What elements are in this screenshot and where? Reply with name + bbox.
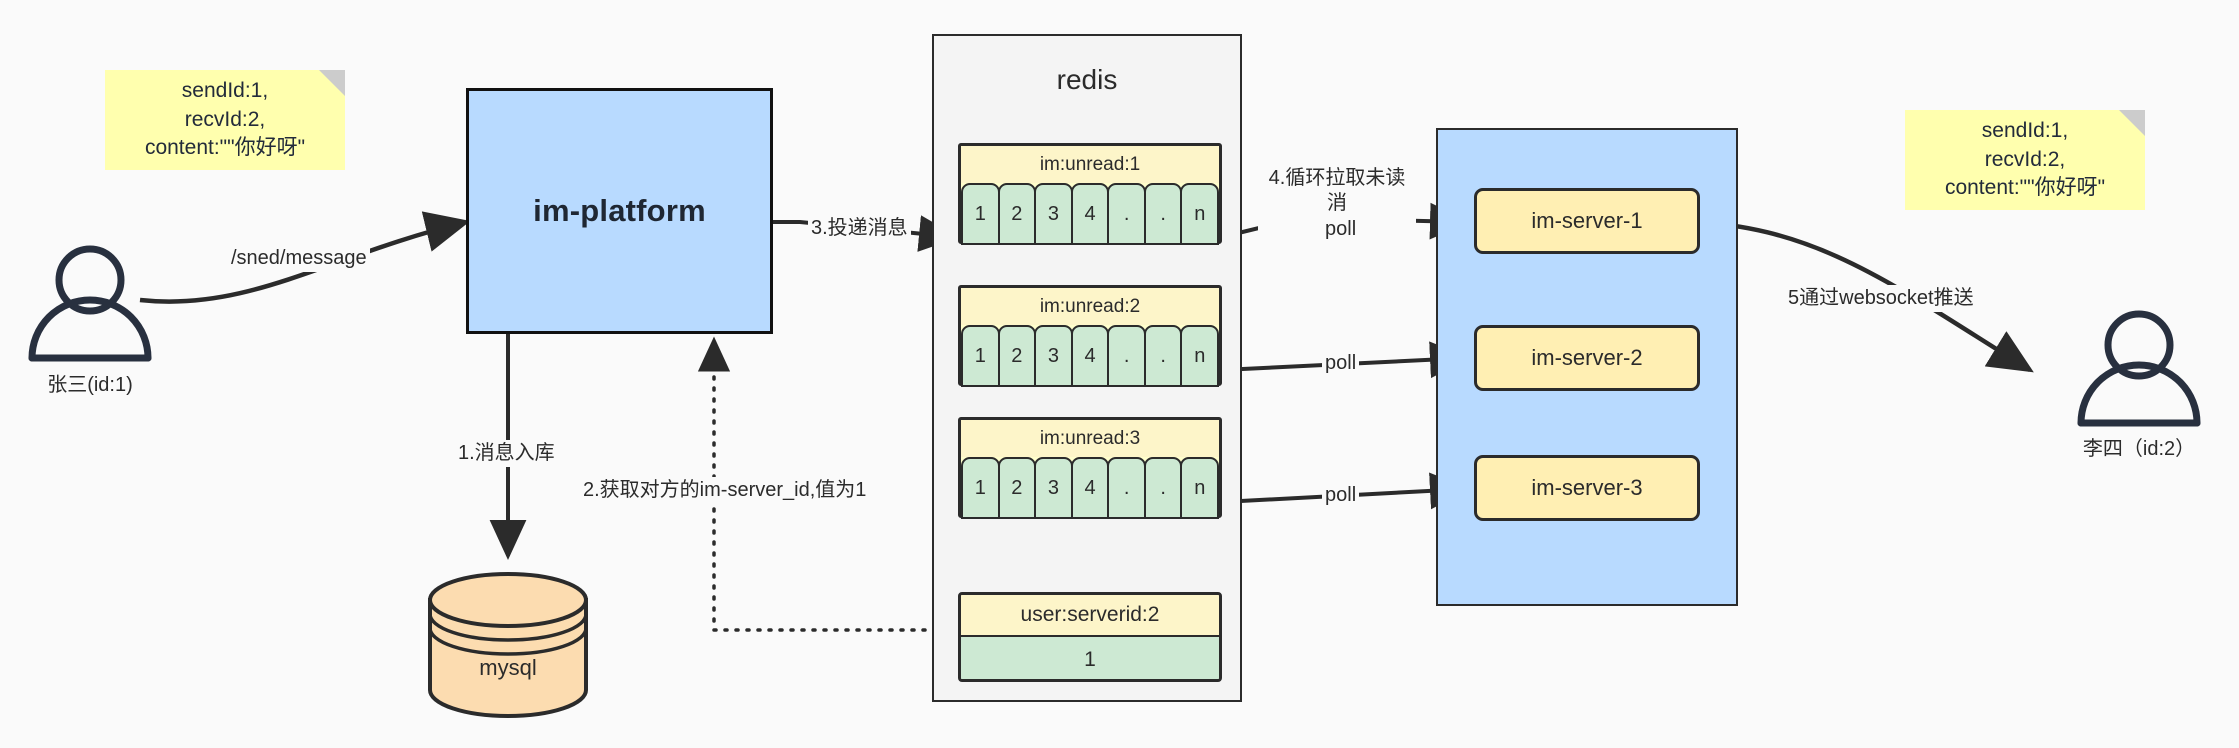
note-sender-payload-text: sendId:1, recvId:2, content:""你好呀" bbox=[144, 78, 306, 160]
list-cell: 1 bbox=[961, 325, 1000, 387]
node-im-server-3-label: im-server-3 bbox=[1531, 475, 1643, 500]
node-redis-title: redis bbox=[1056, 64, 1118, 95]
edge-label-poll-1: poll bbox=[1322, 216, 1360, 243]
redis-key-im-unread-2-cells: 1 2 3 4 . . n bbox=[961, 325, 1220, 387]
edge-label-poll-2: poll bbox=[1322, 350, 1360, 377]
redis-key-user-serverid[interactable]: user:serverid:2 1 bbox=[958, 592, 1222, 682]
receiver-actor-shape bbox=[2077, 310, 2201, 427]
node-im-server-3[interactable]: im-server-3 bbox=[1474, 455, 1700, 521]
list-cell: n bbox=[1180, 183, 1220, 245]
receiver-actor-label: 李四（id:2） bbox=[2082, 438, 2196, 460]
list-cell: 1 bbox=[961, 183, 1000, 245]
list-cell: 3 bbox=[1034, 325, 1073, 387]
list-cell: . bbox=[1107, 457, 1146, 519]
node-im-platform-label: im-platform bbox=[533, 193, 706, 228]
redis-key-im-unread-2[interactable]: im:unread:2 1 2 3 4 . . n bbox=[958, 285, 1222, 387]
redis-key-im-unread-3-cells: 1 2 3 4 . . n bbox=[961, 457, 1220, 519]
list-cell: . bbox=[1143, 457, 1183, 519]
edge-label-step1: 1.消息入库 bbox=[455, 440, 558, 467]
sender-actor-shape bbox=[28, 245, 152, 362]
redis-key-im-unread-2-header: im:unread:2 bbox=[961, 288, 1219, 325]
node-mysql-label: mysql bbox=[479, 655, 537, 680]
note-receiver-payload-text: sendId:1, recvId:2, content:""你好呀" bbox=[1944, 118, 2106, 200]
list-cell: 2 bbox=[997, 183, 1037, 245]
edge-label-step5: 5通过websocket推送 bbox=[1785, 285, 1977, 312]
node-im-server-2[interactable]: im-server-2 bbox=[1474, 325, 1700, 391]
list-cell: 4 bbox=[1070, 325, 1110, 387]
node-im-platform[interactable]: im-platform bbox=[466, 88, 773, 334]
list-cell: 2 bbox=[997, 325, 1037, 387]
edge-label-send-message: /sned/message bbox=[228, 245, 370, 272]
sender-actor-label: 张三(id:1) bbox=[47, 374, 133, 396]
list-cell: 4 bbox=[1070, 183, 1110, 245]
redis-key-im-unread-3-header: im:unread:3 bbox=[961, 420, 1219, 457]
redis-key-im-unread-1-cells: 1 2 3 4 . . n bbox=[961, 183, 1220, 245]
redis-key-im-unread-1-header: im:unread:1 bbox=[961, 146, 1219, 183]
note-receiver-payload: sendId:1, recvId:2, content:""你好呀" bbox=[1905, 110, 2145, 210]
list-cell: n bbox=[1180, 457, 1220, 519]
redis-key-user-serverid-header: user:serverid:2 bbox=[961, 595, 1219, 637]
list-cell: . bbox=[1143, 183, 1183, 245]
list-cell: 2 bbox=[997, 457, 1037, 519]
list-cell: 1 bbox=[961, 457, 1000, 519]
list-cell: n bbox=[1180, 325, 1220, 387]
node-im-server-1[interactable]: im-server-1 bbox=[1474, 188, 1700, 254]
edge-label-poll-3: poll bbox=[1322, 482, 1360, 509]
note-fold-icon bbox=[2119, 110, 2145, 136]
node-im-server-1-label: im-server-1 bbox=[1531, 208, 1643, 233]
note-fold-icon bbox=[319, 70, 345, 96]
note-sender-payload: sendId:1, recvId:2, content:""你好呀" bbox=[105, 70, 345, 170]
list-cell: 3 bbox=[1034, 183, 1073, 245]
list-cell: 3 bbox=[1034, 457, 1073, 519]
redis-key-im-unread-1[interactable]: im:unread:1 1 2 3 4 . . n bbox=[958, 143, 1222, 245]
edge-label-step2: 2.获取对方的im-server_id,值为1 bbox=[580, 477, 870, 504]
list-cell: . bbox=[1107, 325, 1146, 387]
redis-key-im-unread-3[interactable]: im:unread:3 1 2 3 4 . . n bbox=[958, 417, 1222, 519]
node-im-server-2-label: im-server-2 bbox=[1531, 345, 1643, 370]
mysql-cylinder-shape bbox=[428, 572, 588, 718]
list-cell: 4 bbox=[1070, 457, 1110, 519]
list-cell: . bbox=[1143, 325, 1183, 387]
edge-label-step3: 3.投递消息 bbox=[808, 215, 911, 242]
list-cell: . bbox=[1107, 183, 1146, 245]
redis-key-user-serverid-value: 1 bbox=[961, 637, 1219, 679]
